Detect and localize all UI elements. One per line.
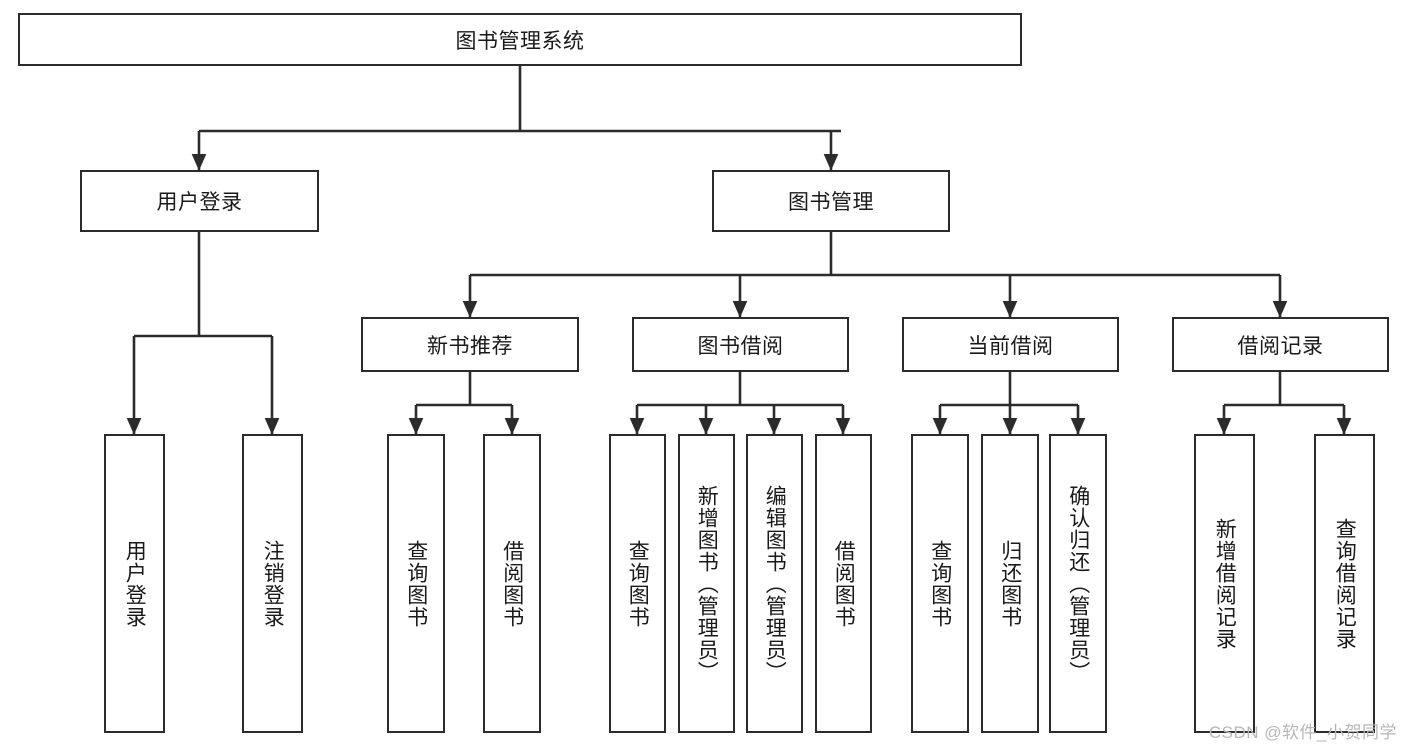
node-leaf-add-record-label: 新增借阅记录 [1213, 517, 1237, 650]
node-user-login[interactable]: 用户登录 [80, 170, 319, 232]
node-leaf-confirm-return[interactable]: 确认归还（管理员） [1049, 434, 1107, 733]
watermark: CSDN @软件_小贺同学 [1208, 723, 1397, 742]
node-leaf-query-book-3[interactable]: 查询图书 [911, 434, 969, 733]
node-leaf-query-record-label: 查询借阅记录 [1333, 517, 1357, 650]
node-root-label: 图书管理系统 [455, 29, 585, 53]
node-user-login-label: 用户登录 [156, 191, 243, 214]
node-new-book-recommend-label: 新书推荐 [427, 334, 513, 358]
node-leaf-return-book-label: 归还图书 [998, 539, 1022, 628]
node-new-book-recommend[interactable]: 新书推荐 [361, 317, 579, 372]
node-leaf-query-book-2[interactable]: 查询图书 [609, 434, 666, 733]
node-leaf-logout-label: 注销登录 [261, 539, 285, 628]
node-book-management-label: 图书管理 [788, 191, 874, 214]
node-leaf-query-book-2-label: 查询图书 [626, 539, 650, 628]
node-leaf-borrow-book-1-label: 借阅图书 [500, 539, 524, 628]
node-leaf-query-book-1[interactable]: 查询图书 [387, 434, 445, 733]
node-leaf-add-book-label: 新增图书（管理员） [695, 484, 719, 683]
node-leaf-add-book[interactable]: 新增图书（管理员） [678, 434, 735, 733]
node-leaf-edit-book-label: 编辑图书（管理员） [763, 484, 787, 683]
node-leaf-edit-book[interactable]: 编辑图书（管理员） [746, 434, 803, 733]
node-leaf-user-login[interactable]: 用户登录 [104, 434, 165, 733]
node-leaf-query-book-1-label: 查询图书 [404, 539, 428, 628]
node-leaf-borrow-book-2-label: 借阅图书 [832, 539, 856, 628]
node-leaf-add-record[interactable]: 新增借阅记录 [1194, 434, 1255, 733]
node-root[interactable]: 图书管理系统 [18, 13, 1022, 66]
node-leaf-return-book[interactable]: 归还图书 [981, 434, 1039, 733]
node-leaf-logout[interactable]: 注销登录 [242, 434, 303, 733]
node-current-borrow[interactable]: 当前借阅 [902, 317, 1119, 372]
node-leaf-borrow-book-2[interactable]: 借阅图书 [815, 434, 872, 733]
node-leaf-query-book-3-label: 查询图书 [928, 539, 952, 628]
node-book-borrow[interactable]: 图书借阅 [632, 317, 849, 372]
node-current-borrow-label: 当前借阅 [967, 334, 1054, 358]
node-leaf-borrow-book-1[interactable]: 借阅图书 [483, 434, 541, 733]
node-leaf-confirm-return-label: 确认归还（管理员） [1066, 484, 1090, 683]
node-borrow-record-label: 借阅记录 [1237, 334, 1324, 358]
node-leaf-query-record[interactable]: 查询借阅记录 [1314, 434, 1375, 733]
node-leaf-user-login-label: 用户登录 [123, 539, 147, 628]
node-book-borrow-label: 图书借阅 [697, 334, 784, 358]
node-borrow-record[interactable]: 借阅记录 [1172, 317, 1389, 372]
node-book-management[interactable]: 图书管理 [712, 170, 950, 232]
